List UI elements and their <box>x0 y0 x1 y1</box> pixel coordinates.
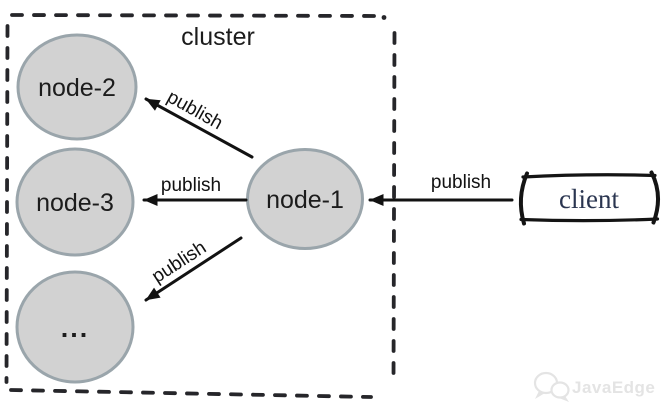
edge-node1-to-node3: publish <box>142 175 248 206</box>
chat-bubbles-icon <box>533 371 570 402</box>
client-box-bottom <box>519 217 660 223</box>
arrow-line <box>144 97 254 159</box>
node-more: ... <box>15 270 135 384</box>
node-circle <box>246 148 364 250</box>
chat-bubble-small-tail <box>559 396 569 402</box>
arrow-line <box>144 236 243 302</box>
watermark-label: JavaEdge <box>572 378 655 397</box>
edge-client-to-node1: publish <box>368 172 514 206</box>
cluster-label: cluster <box>181 23 255 51</box>
cluster-border-top <box>10 13 381 18</box>
node-label: node-3 <box>36 189 114 217</box>
node-label: node-2 <box>38 74 116 102</box>
node-node-2: node-2 <box>16 33 138 141</box>
watermark: JavaEdge <box>533 371 655 402</box>
edge-node1-to-more: publish <box>144 236 243 302</box>
cluster-border-dot <box>381 15 387 20</box>
client-label: client <box>559 184 619 214</box>
cluster-border-bottom <box>9 388 373 399</box>
edge-node1-to-node2: publish <box>144 87 254 159</box>
node-node-1: node-1 <box>246 148 364 250</box>
node-node-3: node-3 <box>15 147 135 257</box>
node-circle <box>15 147 135 257</box>
chat-bubble-small <box>550 381 570 399</box>
edge-label: publish <box>431 172 491 193</box>
edge-label: publish <box>161 175 221 196</box>
client-box-right <box>649 170 660 225</box>
node-label: node-1 <box>266 186 344 214</box>
chat-bubble-large-tail <box>535 391 545 399</box>
cluster-border <box>4 13 397 399</box>
client-box-left <box>518 171 529 226</box>
node-circle <box>15 270 135 384</box>
cluster-border-left <box>4 24 10 384</box>
client-box-top <box>521 173 657 179</box>
node-circle <box>16 33 138 141</box>
client-box: client <box>518 170 660 226</box>
node-label: ... <box>61 313 90 343</box>
cluster-border-right <box>391 31 397 385</box>
